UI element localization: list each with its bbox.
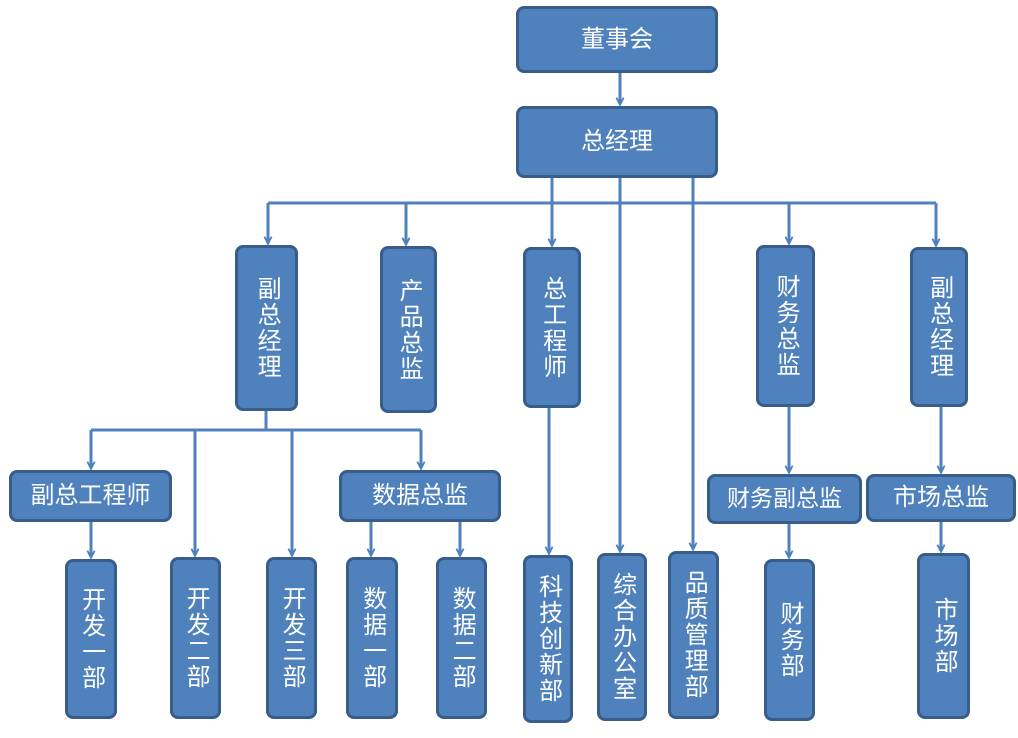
- node-tech-innovation-dept: 科技创新部: [523, 555, 573, 723]
- node-deputy-chief-engineer: 副总工程师: [9, 470, 172, 522]
- connector-data-director-bus: [369, 521, 462, 530]
- node-finance-deputy-director: 财务副总监: [707, 474, 862, 524]
- node-product-director: 产品总监: [380, 246, 437, 413]
- node-marketing-director: 市场总监: [866, 474, 1016, 522]
- node-general-manager: 总经理: [516, 106, 718, 178]
- node-quality-mgmt-dept: 品质管理部: [668, 551, 719, 719]
- node-data-dept-2: 数据二部: [436, 557, 487, 719]
- node-dev-dept-3: 开发三部: [266, 557, 317, 719]
- node-data-dept-1: 数据一部: [346, 557, 398, 719]
- node-vice-general-manager-left: 副总经理: [235, 245, 298, 411]
- node-finance-dept: 财务部: [764, 559, 815, 721]
- node-data-director: 数据总监: [339, 470, 501, 522]
- node-chief-engineer: 总工程师: [523, 247, 581, 408]
- node-finance-director: 财务总监: [756, 245, 815, 407]
- node-dev-dept-2: 开发二部: [170, 557, 221, 719]
- node-board: 董事会: [516, 6, 718, 73]
- node-vice-general-manager-right: 副总经理: [910, 247, 968, 407]
- node-dev-dept-1: 开发一部: [65, 559, 117, 719]
- node-general-office: 综合办公室: [597, 553, 647, 721]
- node-market-dept: 市场部: [917, 553, 970, 719]
